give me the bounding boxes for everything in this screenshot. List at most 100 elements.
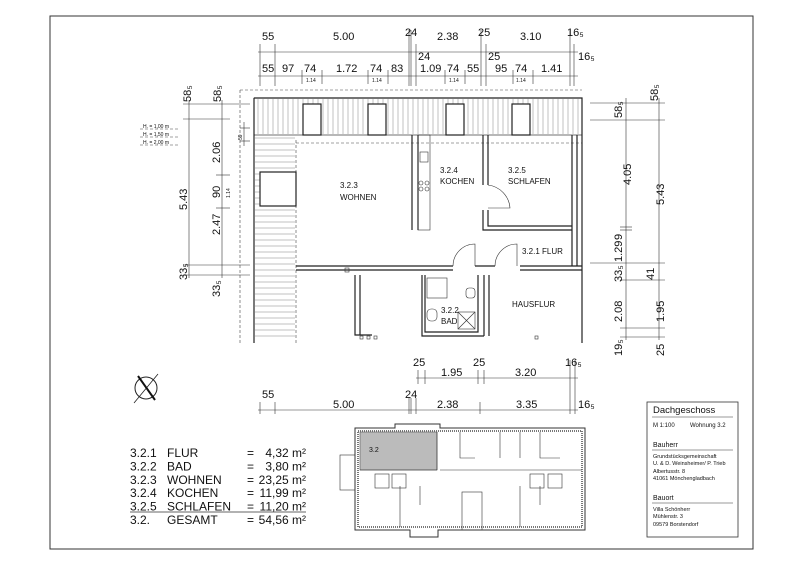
area-name: KOCHEN	[167, 486, 218, 500]
dim-top: 25	[478, 27, 490, 39]
area-value: 54,56 m²	[259, 513, 306, 527]
height-line-label: H. = 1,00 m	[143, 124, 169, 130]
dim-right: 1.29	[613, 241, 625, 262]
chimneys	[344, 267, 539, 340]
area-name: GESAMT	[167, 513, 218, 527]
dim-left: 1.14	[226, 188, 232, 198]
area-eq: =	[247, 500, 254, 514]
dim-bottom: 5.00	[333, 399, 354, 411]
drawing-title: Dachgeschoss	[653, 405, 716, 416]
area-name: BAD	[167, 459, 192, 473]
room-number: 3.2.2	[441, 306, 459, 315]
dim-top-detail: 74	[304, 63, 316, 75]
room-label-flur: 3.2.1 FLUR	[522, 247, 563, 256]
bauort-line: Villa Schönherr	[653, 507, 690, 513]
area-eq: =	[247, 459, 254, 473]
dim-right: 9	[613, 234, 625, 240]
dim-bottom: 16₅	[578, 399, 595, 411]
outer-wall	[253, 97, 583, 343]
dim-top-detail: 1.41	[541, 63, 562, 75]
dim-top-detail: 1.09	[420, 63, 441, 75]
dim-bottom: 3.20	[515, 367, 536, 379]
dim-left: 59	[238, 134, 244, 140]
bauherr-line: Albertusstr. 8	[653, 469, 685, 475]
north-arrow-icon	[133, 373, 159, 404]
dim-top-detail: 74	[370, 63, 382, 75]
room-name: SCHLAFEN	[508, 177, 551, 186]
dim-bottom: 24	[405, 389, 417, 401]
dim-right: 41	[645, 268, 657, 280]
dim-top: 24	[405, 27, 417, 39]
dim-top-detail: 74	[515, 63, 527, 75]
bauherr-line: 41061 Mönchengladbach	[653, 476, 715, 482]
dim-left: 33₅	[178, 263, 190, 280]
bathroom-fixtures	[426, 277, 476, 330]
dim-top-detail: 1.72	[336, 63, 357, 75]
right-dimensions: 58₅ 58₅ 4.05 5.43 9 1.29 33₅ 41 2.08 1.9…	[590, 84, 667, 356]
dim-right: 33₅	[613, 265, 625, 282]
key-plan-unit-label: 3.2	[369, 447, 379, 454]
sheet-frame	[49, 15, 754, 550]
area-eq: =	[247, 446, 254, 460]
key-plan: 3.2	[339, 423, 586, 538]
dim-top-detail: 55	[262, 63, 274, 75]
dim-right: 4.05	[622, 164, 634, 185]
area-name: WOHNEN	[167, 473, 222, 487]
dim-bottom: 55	[262, 389, 274, 401]
area-eq: =	[247, 513, 254, 527]
drawing-unit: Wohnung 3.2	[690, 423, 726, 429]
dim-left: 58₅	[182, 85, 194, 102]
dim-top-detail: 83	[391, 63, 403, 75]
kitchen-counter	[417, 134, 431, 231]
room-label-hausflur: HAUSFLUR	[512, 300, 555, 309]
height-line-label: H. = 2,00 m	[143, 140, 169, 146]
dim-opening: 1.14	[372, 78, 382, 84]
dim-right: 19₅	[613, 339, 625, 356]
dim-right: 58₅	[613, 101, 625, 118]
dim-top-detail: 74	[447, 63, 459, 75]
bottom-dimensions: 25 1.95 25 3.20 16₅ 55 5.00 24 2.38 3.35…	[258, 357, 595, 414]
bauherr-line: U. & D. Weinsheimer/ P. Trieb	[653, 461, 726, 467]
dim-top: 5.00	[333, 31, 354, 43]
dim-top: 2.38	[437, 31, 458, 43]
area-row: 3.2. GESAMT = 54,56 m²	[130, 513, 306, 527]
dim-left: 58₅	[212, 85, 224, 102]
dim-opening: 1.14	[449, 78, 459, 84]
bauort-heading: Bauort	[653, 495, 674, 502]
area-num: 3.2.4	[130, 486, 157, 500]
dim-opening: 1.14	[306, 78, 316, 84]
dim-top-detail: 16₅	[578, 51, 595, 63]
dim-top-detail: 25	[488, 51, 500, 63]
area-num: 3.2.	[130, 513, 150, 527]
height-line-label: H. = 1,50 m	[143, 132, 169, 138]
left-dimensions: H. = 1,00 m H. = 1,50 m H. = 2,00 m 58₅ …	[140, 85, 250, 297]
area-eq: =	[247, 473, 254, 487]
dim-bottom: 3.35	[516, 399, 537, 411]
area-num: 3.2.1	[130, 446, 157, 460]
bauort-line: 09579 Borstendorf	[653, 522, 699, 528]
dim-left: 33₅	[211, 280, 223, 297]
drawing-scale: M 1:100	[653, 423, 675, 429]
dim-top: 55	[262, 31, 274, 43]
room-name: KOCHEN	[440, 177, 474, 186]
area-name: FLUR	[167, 446, 199, 460]
dormers	[259, 103, 531, 207]
doors	[452, 184, 518, 267]
dim-right: 5.43	[655, 184, 667, 205]
bauort-line: Mühlenstr. 3	[653, 514, 683, 520]
area-num: 3.2.3	[130, 473, 157, 487]
area-num: 3.2.2	[130, 459, 157, 473]
area-num: 3.2.5	[130, 500, 157, 514]
dim-top-detail: 55	[467, 63, 479, 75]
area-eq: =	[247, 486, 254, 500]
dim-left: 2.06	[211, 142, 223, 163]
dim-top-detail: 24	[418, 51, 430, 63]
room-number: 3.2.5	[508, 166, 526, 175]
dim-bottom: 1.95	[441, 367, 462, 379]
dim-right: 2.08	[613, 301, 625, 322]
